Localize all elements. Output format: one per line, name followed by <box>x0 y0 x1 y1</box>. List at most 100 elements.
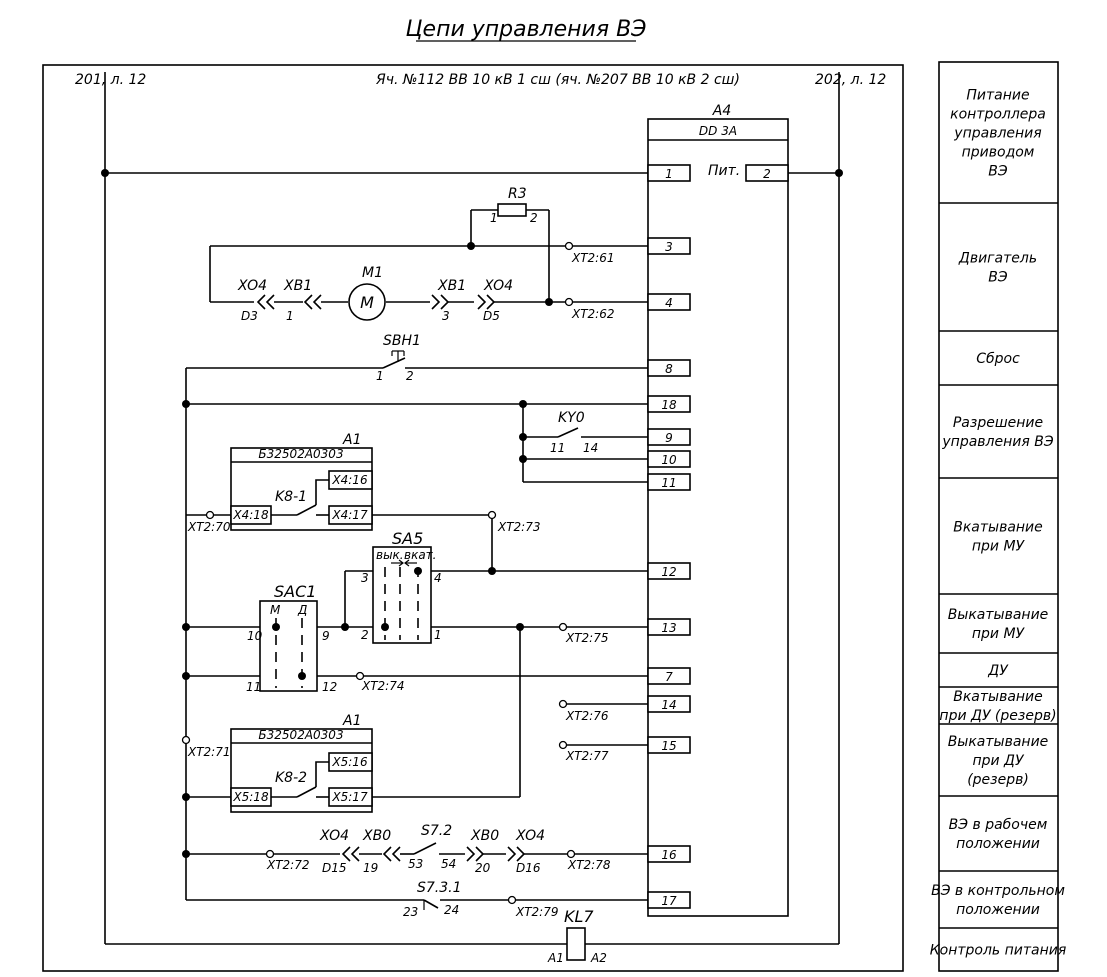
ky0-pin14: 14 <box>583 441 598 455</box>
sac1-pos-m: М <box>270 603 281 617</box>
legend-line: положении <box>956 836 1040 852</box>
conn-xb0-b: XB0 <box>470 828 499 844</box>
conn-pin19: 19 <box>363 861 378 875</box>
sac1-switch: SAC1 М Д 10 9 11 12 XT2:74 <box>186 582 648 694</box>
r3-designator: R3 <box>508 186 527 202</box>
controller-terminal-label: 10 <box>661 453 677 467</box>
s72-pin54: 54 <box>441 857 456 871</box>
sa5-pin2: 2 <box>361 628 369 642</box>
controller-terminal-label: 3 <box>665 240 673 254</box>
legend-line: Разрешение <box>953 415 1043 431</box>
legend-line: Питание <box>966 88 1029 104</box>
sac1-pin9: 9 <box>322 629 330 643</box>
resistor-r3: R3 1 2 <box>467 186 553 306</box>
s731-pin23: 23 <box>403 905 418 919</box>
s7-2-working-position: XT2:72 XT2:78 S7.2 53 54 XO4 XB0 XB0 XO4… <box>186 823 648 875</box>
sbh1-designator: SBH1 <box>383 333 421 349</box>
a1-bottom-designator: A1 <box>342 713 361 729</box>
conn-xo4-b: XO4 <box>515 828 545 844</box>
controller-terminal-label: 13 <box>661 621 676 635</box>
legend-line: ВЭ в контрольном <box>931 883 1065 899</box>
remote-reserve-lines: XT2:76 XT2:77 <box>558 699 648 763</box>
r3-pin2: 2 <box>530 211 538 225</box>
sac1-pin12: 12 <box>322 680 337 694</box>
a1-top-t-in: X4:18 <box>232 508 269 522</box>
ky0-pin11: 11 <box>550 441 565 455</box>
xt2-73: XT2:73 <box>497 520 541 534</box>
conn-xb1-left: XB1 <box>283 278 312 294</box>
xt2-78: XT2:78 <box>567 858 611 872</box>
controller-terminal-label: 11 <box>661 476 676 490</box>
sac1-pos-d: Д <box>297 603 307 617</box>
legend-line: Выкатывание <box>948 607 1049 623</box>
xt2-70: XT2:70 <box>187 520 231 534</box>
controller-terminal-label: 16 <box>661 848 677 862</box>
sa5-pos2: вкат. <box>404 548 436 562</box>
sa5-switch: SA5 вык. вкат. 3 4 2 1 XT2:75 <box>344 529 648 645</box>
a1-top-contact: K8-1 <box>275 489 307 505</box>
legend-line: ВЭ <box>988 164 1008 180</box>
controller-terminal-label: 12 <box>661 565 676 579</box>
a1-bottom-t-b: X5:17 <box>331 790 368 804</box>
ky0-permission-circuit: KY0 11 14 <box>186 400 648 483</box>
ref-right: 202, л. 12 <box>815 72 886 88</box>
a1-top-designator: A1 <box>342 432 361 448</box>
xt2-75: XT2:75 <box>565 631 609 645</box>
motor-designator: M1 <box>362 265 383 281</box>
motor-circuit: M M1 XO4 XB1 XB1 XO4 D3 1 3 D5 XT2:61 XT… <box>209 241 648 323</box>
s731-designator: S7.3.1 <box>417 880 462 896</box>
legend-column: ПитаниеконтроллерауправленияприводомВЭДв… <box>930 61 1066 972</box>
controller-terminal-label: 15 <box>661 739 676 753</box>
xt2-77: XT2:77 <box>565 749 609 763</box>
s7-3-1-test-position: XT2:79 S7.3.1 23 24 <box>186 880 648 919</box>
supply-bus <box>101 72 843 945</box>
ky0-designator: KY0 <box>558 410 585 426</box>
legend-line: Сброс <box>976 351 1020 367</box>
sa5-pin4: 4 <box>434 571 442 585</box>
conn-d3: D3 <box>241 309 258 323</box>
kl7-pin-a2: A2 <box>590 951 607 965</box>
conn-xb1-right: XB1 <box>437 278 466 294</box>
schematic-title: Цепи управления ВЭ <box>405 17 646 42</box>
legend-line: при МУ <box>972 626 1026 642</box>
conn-xo4-left: XO4 <box>237 278 267 294</box>
xt2-79: XT2:79 <box>515 905 559 919</box>
sa5-pin3: 3 <box>361 571 369 585</box>
xt2-76: XT2:76 <box>565 709 609 723</box>
kl7-pin-a1: A1 <box>547 951 564 965</box>
a1-top-model: Б32502A0303 <box>258 447 343 461</box>
legend-line: управления <box>953 126 1041 142</box>
legend-line: ВЭ <box>988 270 1008 286</box>
xt2-62: XT2:62 <box>571 307 615 321</box>
legend-line: Двигатель <box>958 251 1037 267</box>
controller-power-label: Пит. <box>708 163 740 179</box>
a1-top-t-a: X4:16 <box>331 473 368 487</box>
controller-terminal-box <box>647 164 691 182</box>
controller-terminal-label: 4 <box>665 296 673 310</box>
controller-terminal-label: 18 <box>661 398 677 412</box>
conn-pin3: 3 <box>442 309 450 323</box>
r3-pin1: 1 <box>490 211 498 225</box>
conn-xo4-right: XO4 <box>483 278 513 294</box>
legend-line: ДУ <box>987 663 1009 679</box>
sac1-pin10: 10 <box>247 629 263 643</box>
xt2-71: XT2:71 <box>187 745 231 759</box>
sbh1-pin2: 2 <box>406 369 414 383</box>
legend-line: при ДУ (резерв) <box>939 708 1056 724</box>
controller-power-terminal: 2 <box>763 167 771 181</box>
a1-top-t-b: X4:17 <box>331 508 368 522</box>
controller-terminal-label: 14 <box>661 698 676 712</box>
controller-designator: A4 <box>712 103 731 119</box>
legend-line: Вкатывание <box>953 520 1043 536</box>
controller-terminal-label: 17 <box>661 894 677 908</box>
a1-bottom-model: Б32502A0303 <box>258 728 343 742</box>
xt2-72: XT2:72 <box>266 858 310 872</box>
sac1-pin11: 11 <box>246 680 261 694</box>
legend-line: положении <box>956 902 1040 918</box>
control-rail <box>182 368 190 900</box>
sa5-pos1: вык. <box>376 548 404 562</box>
conn-pin1: 1 <box>286 309 294 323</box>
a1-bottom-t-in: X5:18 <box>232 790 269 804</box>
controller-terminal-label: 1 <box>665 167 673 181</box>
